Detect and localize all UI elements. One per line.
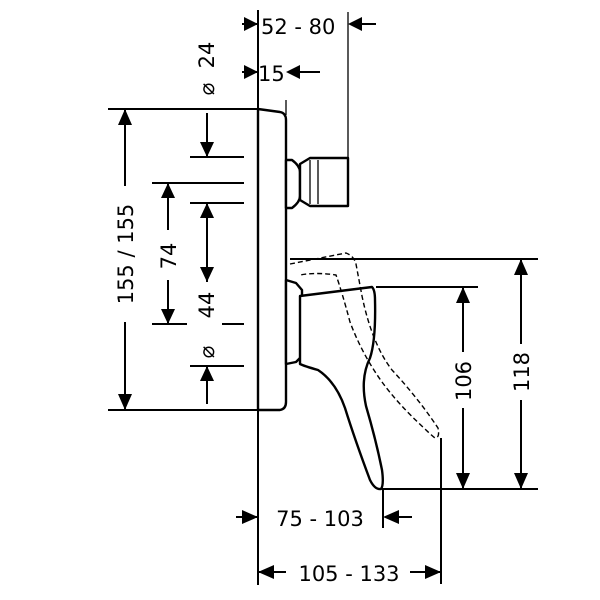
- arrow-thickness-left: [244, 65, 258, 79]
- arrow-106-top: [456, 287, 470, 303]
- arrow-74-bottom: [161, 309, 175, 324]
- arrow-105-right: [425, 565, 441, 579]
- lever-handle: [298, 285, 384, 491]
- diverter-knob: [298, 156, 350, 208]
- lower-diameter-symbol: ⌀: [195, 346, 219, 359]
- dim-spacing-44: 44: [195, 292, 219, 319]
- lever-handle-alternate: [289, 252, 440, 439]
- arrow-105-left: [258, 565, 274, 579]
- dim-projection-small: 75 - 103: [276, 507, 364, 531]
- label-bg-105: [286, 556, 410, 582]
- dim-spacing-74: 74: [157, 243, 181, 270]
- label-bg-118: [510, 344, 532, 400]
- label-bg-106: [452, 352, 474, 408]
- dim-handle-height-118: 118: [510, 352, 534, 392]
- dim-plate-thickness: 15: [258, 62, 285, 86]
- label-bg-total: [114, 186, 136, 322]
- arrow-75-right: [383, 510, 399, 524]
- outlet-diameter-symbol: ⌀: [195, 83, 219, 96]
- arrow-44-top: [200, 203, 214, 218]
- arrow-top-left: [244, 17, 258, 31]
- dim-handle-height-106: 106: [452, 361, 476, 401]
- arrow-118-bottom: [514, 473, 528, 489]
- arrow-75-left: [242, 510, 258, 524]
- arrow-thickness-right: [286, 65, 300, 79]
- arrow-total-top: [118, 109, 132, 125]
- dim-projection-large: 105 - 133: [298, 562, 399, 586]
- arrow-outlet-diameter: [200, 142, 214, 157]
- arrow-118-top: [514, 259, 528, 275]
- arrow-44-bottom: [200, 267, 214, 282]
- arrow-top-right: [348, 17, 362, 31]
- dim-top-depth: 52 - 80: [261, 15, 335, 39]
- arrow-lower-diameter: [200, 366, 214, 381]
- dim-outlet-diameter: 24: [195, 42, 219, 69]
- label-bg-74: [158, 230, 180, 280]
- diverter-neck: [284, 158, 302, 210]
- dim-total-height: 155 / 155: [114, 204, 138, 305]
- arrow-106-bottom: [456, 473, 470, 489]
- arrow-total-bottom: [118, 394, 132, 410]
- arrow-74-top: [161, 183, 175, 198]
- cover-plate: [256, 107, 288, 412]
